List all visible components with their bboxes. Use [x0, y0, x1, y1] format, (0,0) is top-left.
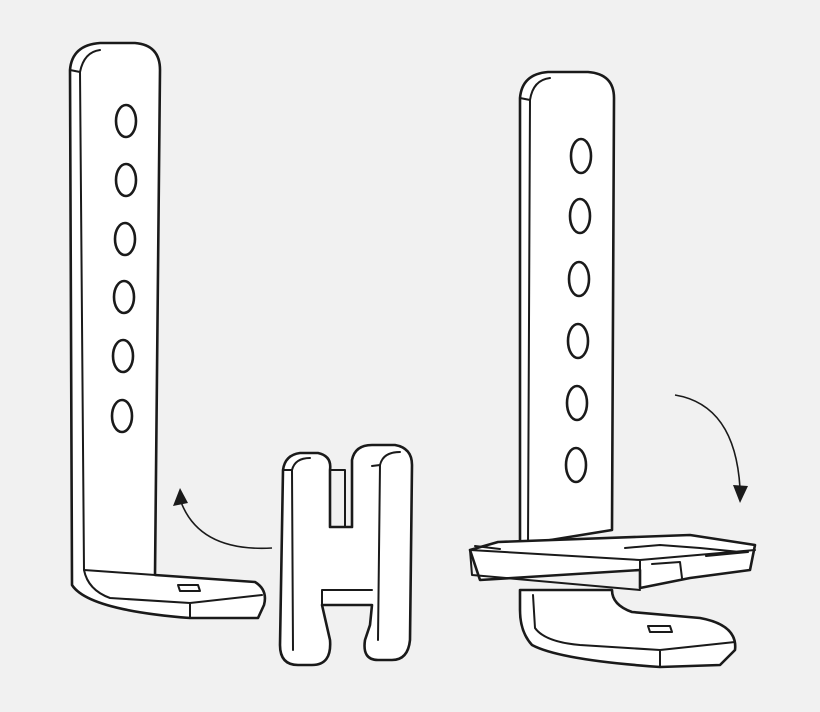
hole: [112, 279, 136, 315]
clip: [278, 443, 414, 667]
hole: [114, 162, 138, 198]
hole: [113, 221, 137, 257]
right-bracket: [468, 70, 757, 669]
hole: [566, 322, 590, 360]
left-bracket: [68, 41, 267, 620]
arrow-left-up: [173, 488, 273, 550]
hole: [564, 446, 588, 484]
hole: [114, 103, 138, 139]
left-bracket-holes: [110, 103, 138, 434]
hole: [565, 384, 589, 422]
hole: [567, 260, 591, 298]
hole: [568, 197, 592, 235]
right-bracket-holes: [564, 137, 593, 484]
hole: [569, 137, 593, 175]
arrow-right-down: [674, 394, 748, 503]
hole: [111, 338, 135, 374]
hole: [110, 398, 134, 434]
